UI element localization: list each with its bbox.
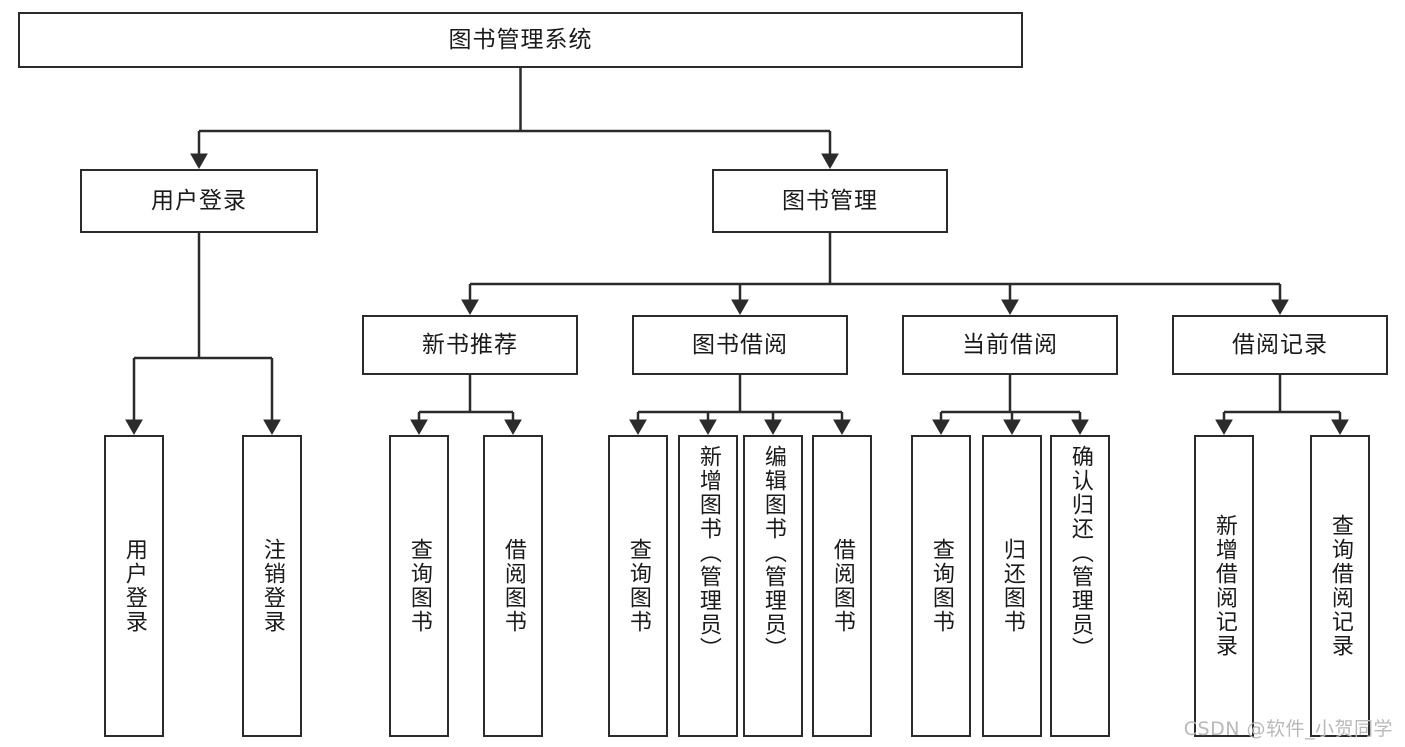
connector-group-user-login xyxy=(125,233,281,436)
node-leaf-return-book[interactable]: 归还图书 xyxy=(982,435,1042,737)
node-new-book-rec[interactable]: 新书推荐 xyxy=(362,315,578,375)
node-label: 借阅图书 xyxy=(829,538,855,634)
node-leaf-add-record[interactable]: 新增借阅记录 xyxy=(1194,435,1254,737)
node-root[interactable]: 图书管理系统 xyxy=(18,12,1023,68)
node-label: 查询图书 xyxy=(406,538,432,634)
connector-group-borrow-record xyxy=(1215,375,1349,436)
node-label: 查询借阅记录 xyxy=(1327,514,1353,658)
node-book-borrow[interactable]: 图书借阅 xyxy=(632,315,848,375)
node-label: 用户登录 xyxy=(151,187,247,214)
connector-group-book-borrow xyxy=(629,375,851,436)
node-label: 归还图书 xyxy=(999,538,1025,634)
node-borrow-record[interactable]: 借阅记录 xyxy=(1172,315,1388,375)
node-label: 新书推荐 xyxy=(422,331,518,358)
node-book-manage[interactable]: 图书管理 xyxy=(712,169,948,233)
connector-group-book-manage xyxy=(461,233,1289,316)
node-label: 借阅记录 xyxy=(1232,331,1328,358)
connector-group-new-book-rec xyxy=(410,375,522,436)
node-label: 图书管理系统 xyxy=(448,26,593,53)
node-leaf-add-book[interactable]: 新增图书（管理员） xyxy=(678,435,738,737)
node-label: 当前借阅 xyxy=(962,331,1058,358)
node-label: 查询图书 xyxy=(625,538,651,634)
node-label: 借阅图书 xyxy=(500,538,526,634)
node-label: 查询图书 xyxy=(928,538,954,634)
node-label: 编辑图书（管理员） xyxy=(760,445,786,661)
node-leaf-query-book-1[interactable]: 查询图书 xyxy=(389,435,449,737)
node-label: 图书借阅 xyxy=(692,331,788,358)
node-user-login[interactable]: 用户登录 xyxy=(80,169,318,233)
node-leaf-borrow-book-1[interactable]: 借阅图书 xyxy=(483,435,543,737)
node-leaf-borrow-book-2[interactable]: 借阅图书 xyxy=(812,435,872,737)
node-leaf-query-book-3[interactable]: 查询图书 xyxy=(911,435,971,737)
node-leaf-query-book-2[interactable]: 查询图书 xyxy=(608,435,668,737)
node-leaf-confirm-return[interactable]: 确认归还（管理员） xyxy=(1050,435,1110,737)
node-label: 新增图书（管理员） xyxy=(695,445,721,661)
node-leaf-logout[interactable]: 注销登录 xyxy=(242,435,302,737)
node-label: 注销登录 xyxy=(259,538,285,634)
watermark: CSDN @软件_小贺同学 xyxy=(1183,718,1393,740)
node-leaf-edit-book[interactable]: 编辑图书（管理员） xyxy=(743,435,803,737)
connector-group-current-borrow xyxy=(932,375,1089,436)
node-label: 图书管理 xyxy=(782,187,878,214)
node-label: 用户登录 xyxy=(121,538,147,634)
node-label: 新增借阅记录 xyxy=(1211,514,1237,658)
node-leaf-user-login[interactable]: 用户登录 xyxy=(104,435,164,737)
node-current-borrow[interactable]: 当前借阅 xyxy=(902,315,1118,375)
node-label: 确认归还（管理员） xyxy=(1067,445,1093,661)
connector-group-root xyxy=(190,68,839,170)
node-leaf-query-record[interactable]: 查询借阅记录 xyxy=(1310,435,1370,737)
